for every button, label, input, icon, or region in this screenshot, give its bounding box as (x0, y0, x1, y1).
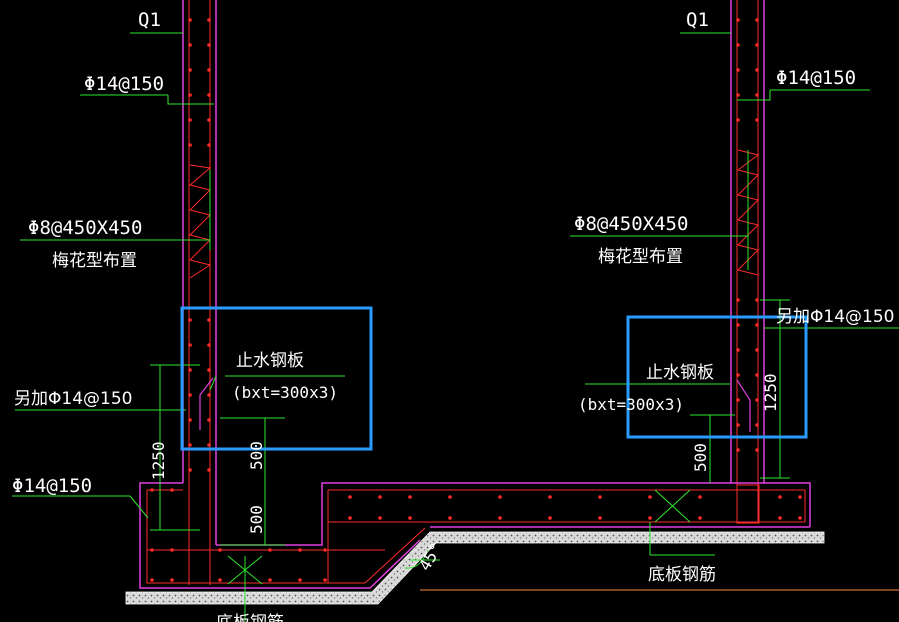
left-leaders (12, 32, 345, 546)
left-tie-layout-label: 梅花型布置 (52, 251, 137, 271)
right-dim-500: 500 (691, 443, 710, 472)
left-rebar-dots (150, 18, 327, 582)
right-dim-1250: 1250 (761, 373, 780, 412)
left-dim-500-upper: 500 (247, 441, 266, 470)
right-leaders (404, 32, 899, 569)
left-dim-500-lower: 500 (247, 505, 266, 534)
left-wall-section (182, 0, 217, 585)
left-bottom-slab-label: 底板钢筋 (216, 613, 284, 622)
left-waterstop-size: (bxt=300x3) (232, 383, 338, 402)
right-waterstop-size: (bxt=300x3) (578, 395, 684, 414)
left-wall-tag: Q1 (138, 9, 161, 31)
left-footing (125, 482, 825, 622)
right-tie-bar-label: Φ8@450X450 (574, 213, 688, 235)
left-dim-1250: 1250 (149, 441, 168, 480)
right-vertical-bar-label: Φ14@150 (776, 67, 856, 89)
left-extra-bar-label: 另加Φ14@150 (14, 389, 132, 409)
right-extra-bar-label: 另加Φ14@150 (776, 307, 894, 327)
left-waterstop-label: 止水钢板 (236, 351, 304, 371)
left-highlight-box[interactable] (180, 306, 373, 451)
left-tie-bar-label: Φ8@450X450 (28, 217, 142, 239)
right-tie-layout-label: 梅花型布置 (598, 247, 683, 267)
right-rebar-dots (348, 18, 802, 520)
right-bottom-slab-label: 底板钢筋 (648, 565, 716, 585)
right-wall-section (730, 0, 765, 524)
right-wall-tag: Q1 (686, 9, 709, 31)
right-waterstop-label: 止水钢板 (646, 363, 714, 383)
left-bottom-bar-label: Φ14@150 (12, 475, 92, 497)
right-highlight-box[interactable] (626, 315, 808, 439)
right-footing (328, 482, 899, 591)
left-vertical-bar-label: Φ14@150 (84, 73, 164, 95)
